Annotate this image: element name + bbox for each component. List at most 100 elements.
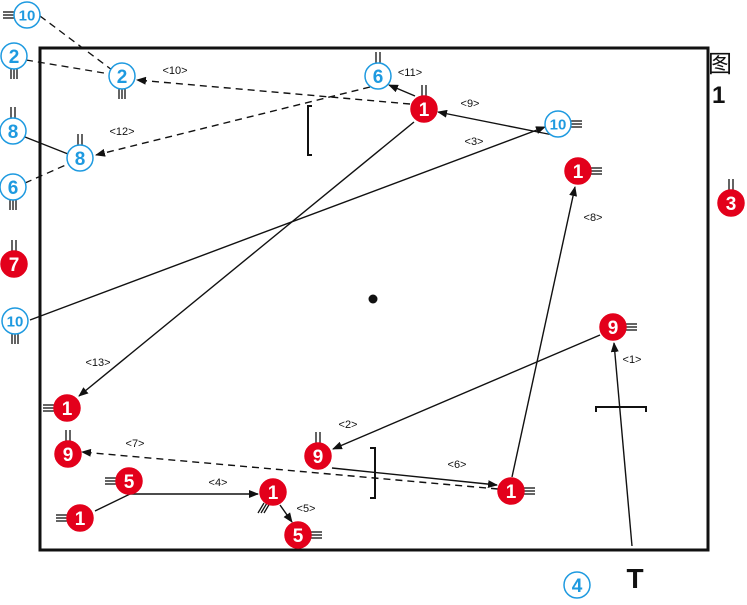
arrow-11: <11> [388,67,422,97]
player-number: 2 [9,47,20,68]
player-number: 1 [75,509,86,530]
p-red-7: 7 [0,240,28,278]
link-dashed-2-to-2 [25,59,111,75]
arrow-5-label: <5> [297,503,316,515]
blue-player-marker [1,307,29,335]
player-number: 3 [726,194,737,215]
arrow-4-label: <4> [209,477,228,489]
goal-marker: T [626,563,643,594]
red-player-marker [53,394,81,422]
arrow-12: <12> [95,86,371,157]
p-red-5-bottom: 5 [284,521,322,549]
arrow-13-line [78,121,415,397]
arrow-13-label: <13> [85,357,110,369]
player-ticks [257,502,265,514]
p-red-5-top: 5 [105,467,143,495]
center-spot [368,294,378,304]
red-player-marker [717,189,745,217]
arrow-2-label: <2> [339,419,358,431]
player-number: 9 [63,445,74,466]
arrow-8-line [511,186,577,478]
player-number: 10 [550,116,567,133]
blue-player-marker [544,110,572,138]
p-blue-10-top: 10 [3,1,41,29]
player-number: 1 [573,162,584,183]
blue-player-marker [13,1,41,29]
p-red-1-bottom-left: 1 [56,504,94,532]
red-player-marker [599,313,627,341]
blue-player-marker [66,144,94,172]
player-number: 7 [9,255,20,276]
red-player-marker [410,95,438,123]
player-number: 4 [572,576,583,597]
link-solid-8-to-8 [24,136,69,155]
arrow-9-label: <9> [461,98,480,110]
p-blue-6-field: 6 [364,52,392,90]
player-number: 6 [8,178,19,199]
p-red-9-left: 9 [54,430,82,468]
arrow-3: <3> [29,126,546,321]
red-player-marker [259,478,287,506]
link-dashed-10-to-2 [39,15,113,71]
blue-player-marker [0,42,28,70]
red-player-marker [284,521,312,549]
player-number: 1 [62,399,73,420]
arrow-8-label: <8> [584,212,603,224]
arrow-7-label: <7> [126,438,145,450]
p-blue-10-right: 10 [544,110,582,138]
arrow-1-label: <1> [623,354,642,366]
player-number: 5 [124,472,135,493]
arrow-6-line [331,467,498,489]
bracket-mark-right [595,406,647,412]
blue-player-marker [108,62,136,90]
p-red-1-bottom-right: 1 [497,477,535,505]
figure-label-number: 1 [712,82,726,109]
p-red-1-left: 1 [43,394,81,422]
red-player-marker [564,157,592,185]
arrow-12-label: <12> [109,126,134,138]
arrow-13: <13> [78,121,415,397]
player-number: 1 [419,100,430,121]
p-blue-4: 4 [563,571,591,599]
p-red-3: 3 [717,179,745,217]
arrow-9: <9> [437,98,554,136]
arrow-12-line [95,86,371,157]
player-ticks [260,502,268,514]
player-number: 2 [117,67,128,88]
p-blue-8-field: 8 [66,134,94,172]
p-red-1-top: 1 [410,85,438,123]
arrow-7: <7> [81,438,499,490]
p-blue-6-outside: 6 [0,173,27,210]
arrow-10: <10> [136,65,411,105]
blue-player-marker [0,173,27,201]
player-number: 10 [19,7,36,24]
p-blue-10-left: 10 [1,307,29,344]
player-number: 10 [7,313,24,330]
arrow-5: <5> [279,503,316,523]
arrow-5-line [279,504,293,523]
player-number: 1 [268,483,279,504]
arrow-3-line [29,126,546,321]
player-number: 1 [506,482,517,503]
red-player-marker [304,442,332,470]
p-red-9-center: 9 [304,432,332,470]
player-number: 9 [608,318,619,339]
p-red-1-center-bottom: 1 [257,478,287,514]
p-blue-2-field: 2 [108,62,136,99]
arrow-9-line [437,109,554,136]
player-number: 5 [293,526,304,547]
red-player-marker [115,467,143,495]
arrow-11-label: <11> [398,67,422,79]
arrow-2-line [332,334,601,450]
arrow-6: <6> [331,459,498,489]
red-player-marker [54,440,82,468]
p-blue-8-outside: 8 [0,107,27,145]
blue-player-marker [364,62,392,90]
arrow-3-label: <3> [465,136,484,148]
player-number: 8 [8,122,19,143]
figure-label-char: 图 [708,51,732,78]
p-red-9-right: 9 [599,313,637,341]
